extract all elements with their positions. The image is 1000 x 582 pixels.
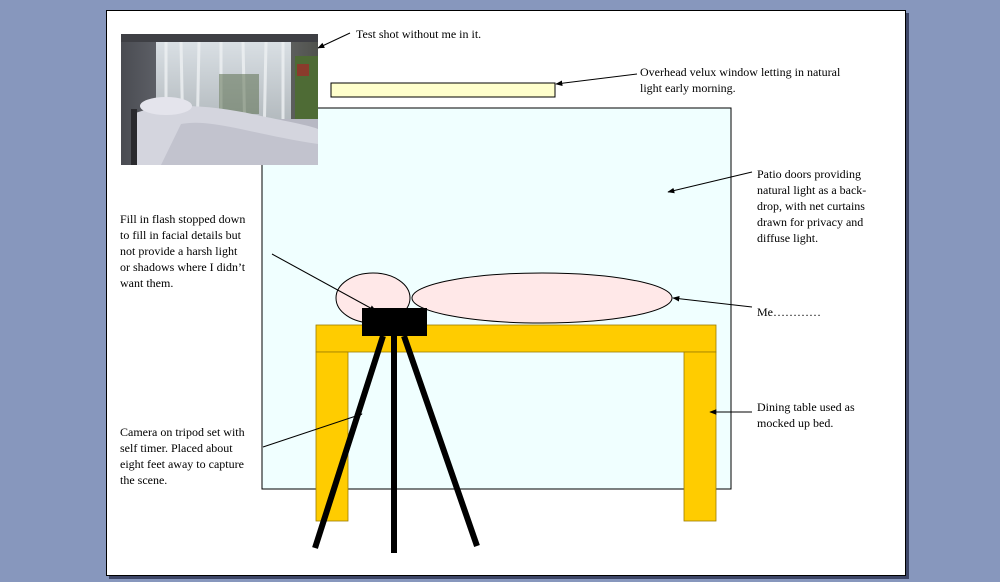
test-shot-photo (121, 34, 318, 165)
camera-body (362, 308, 427, 336)
test-shot-label: Test shot without me in it. (356, 27, 482, 41)
patio-doors-label: Patio doors providing natural light as a… (757, 167, 867, 245)
me-label: Me………… (757, 305, 821, 319)
annotation-arrows (262, 32, 753, 448)
dining-table (315, 324, 717, 522)
camera-on-tripod (312, 308, 480, 553)
velux-window-label: Overhead velux window letting in natural… (640, 65, 841, 95)
me-body (411, 272, 673, 324)
dining-table-label: Dining table used as mocked up bed. (757, 400, 855, 430)
camera-tripod-label: Camera on tripod set with self timer. Pl… (120, 425, 245, 487)
fill-flash-label: Fill in flash stopped down to fill in fa… (120, 212, 246, 290)
velux-window (330, 82, 556, 98)
